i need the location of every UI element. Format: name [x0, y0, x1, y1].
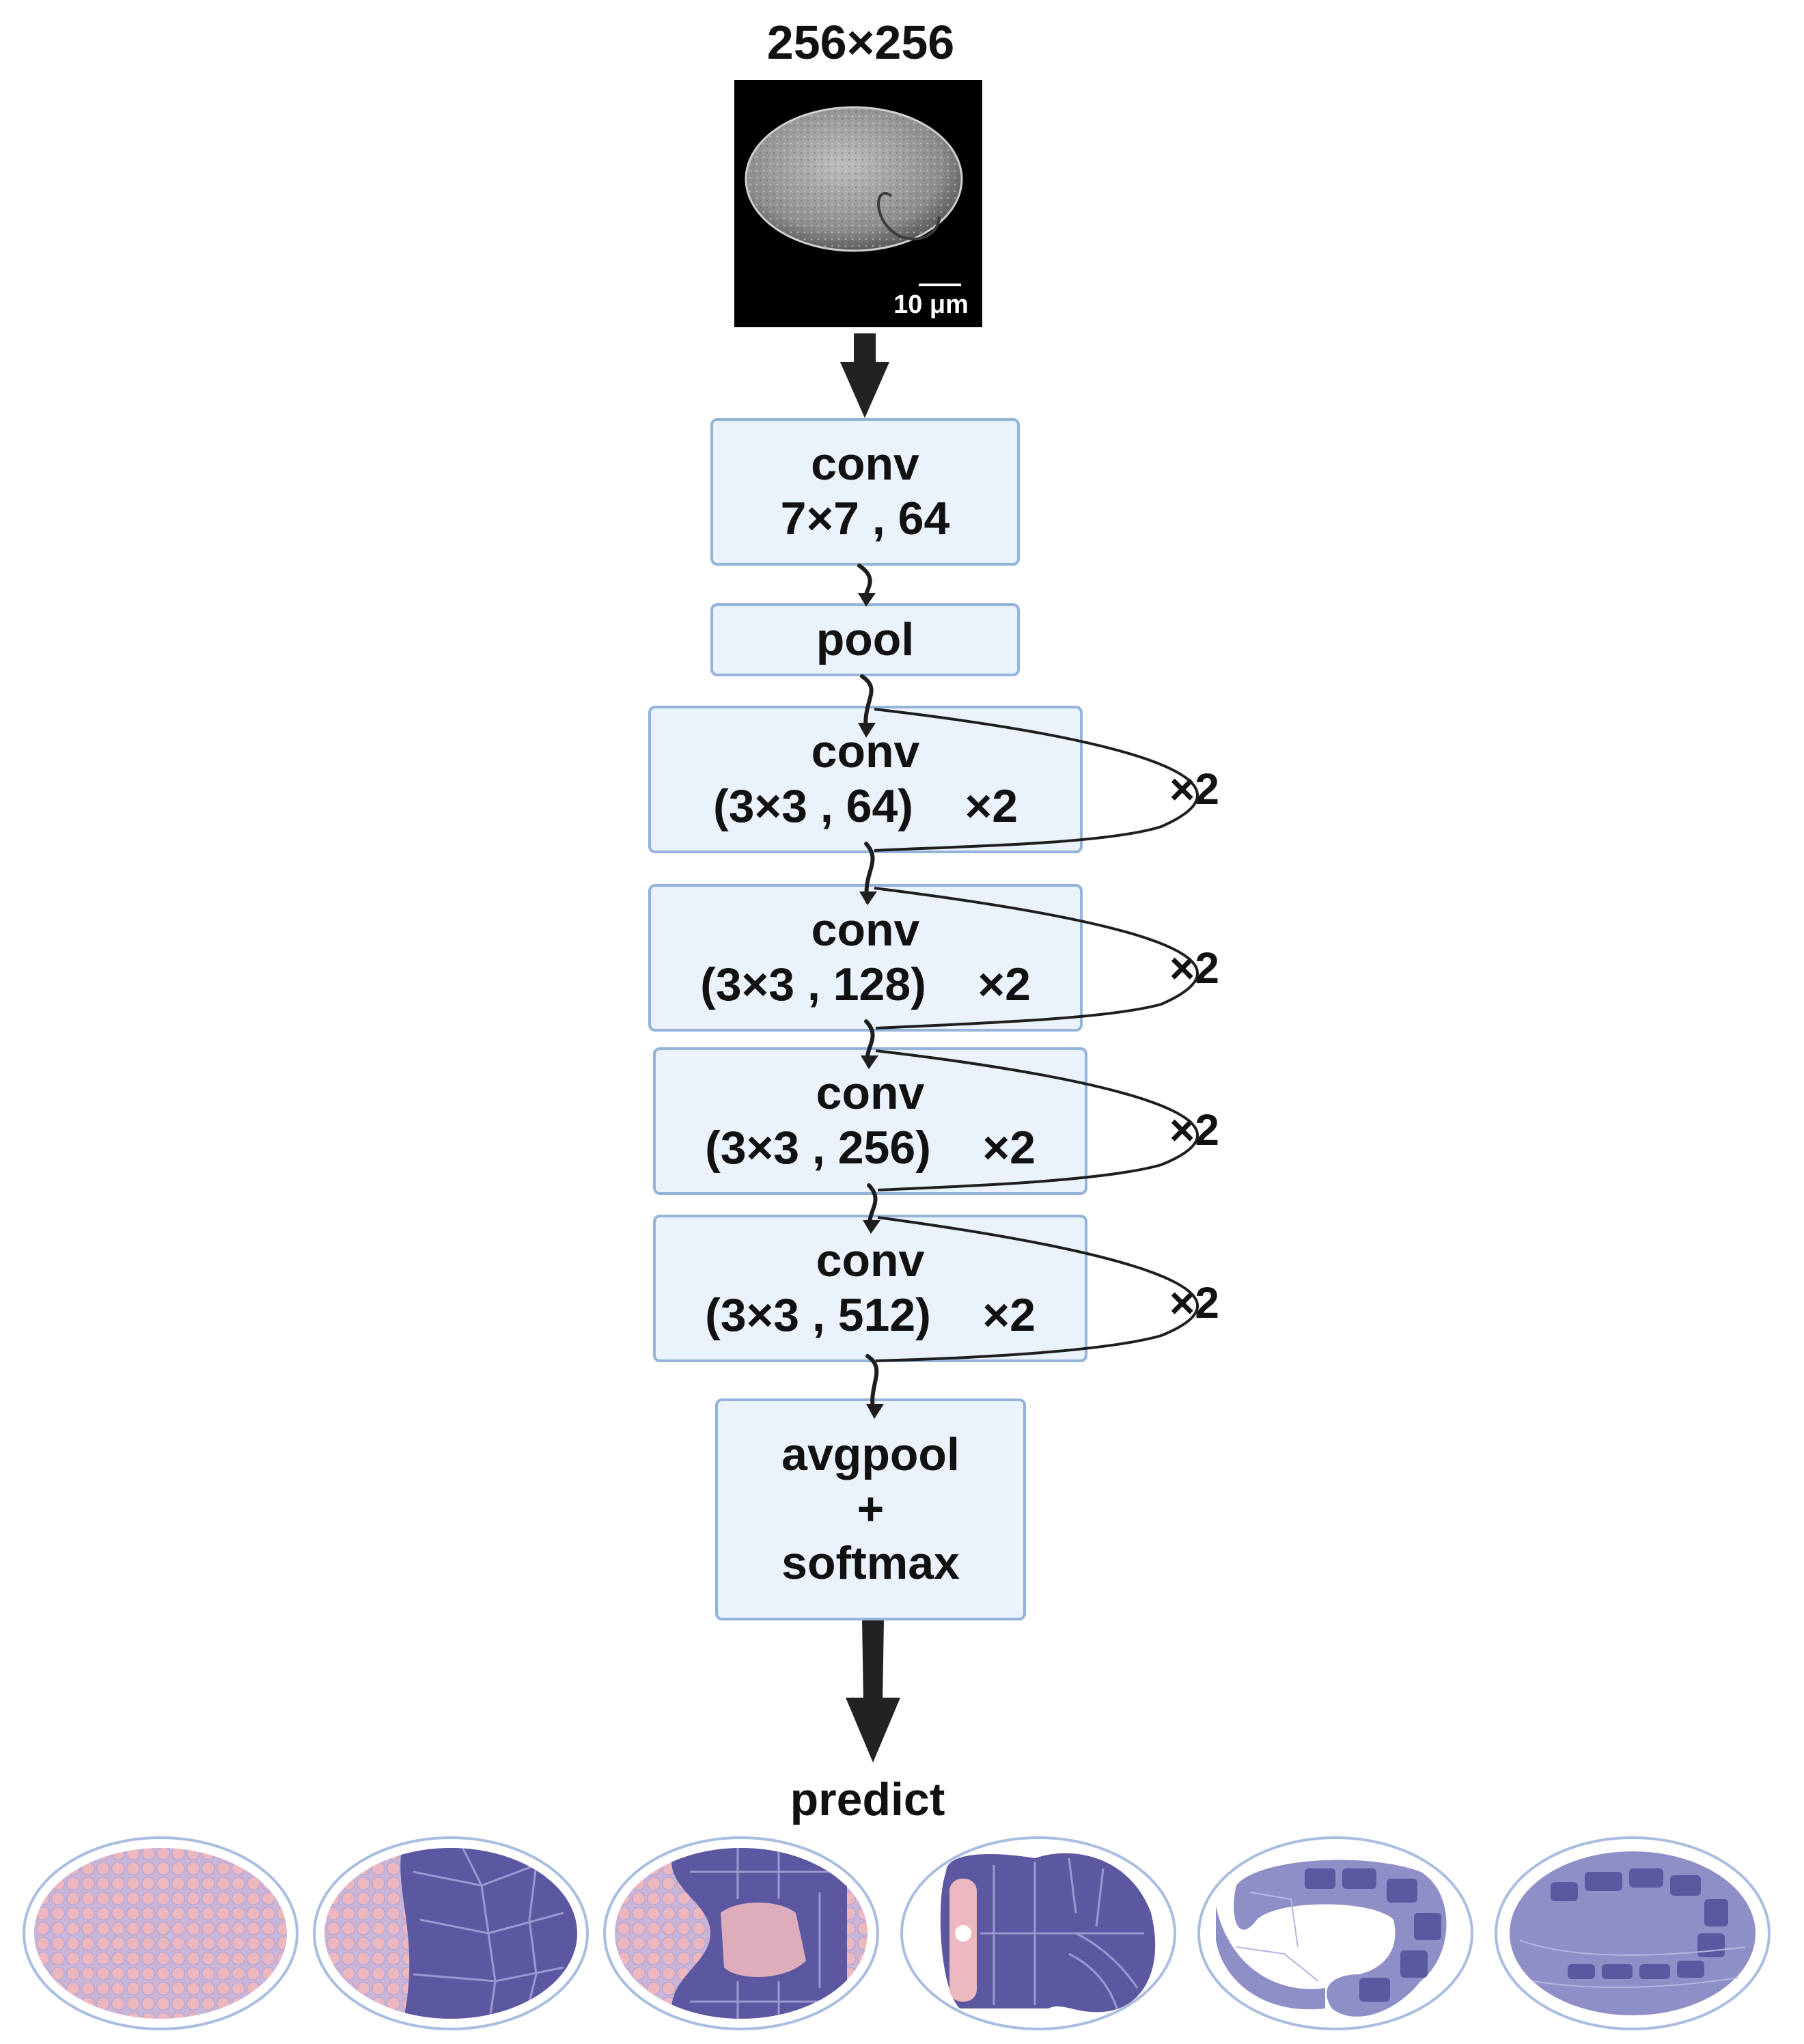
conv1-label: conv: [811, 438, 919, 491]
plus-label: +: [857, 1482, 885, 1535]
stage-4-comma-illustration: [900, 1836, 1176, 2030]
conv5-label: conv: [816, 1234, 925, 1287]
conv5-params: (3×3 , 512) ×2: [705, 1289, 1036, 1341]
avgpool-label: avgpool: [781, 1428, 960, 1481]
conv4-label: conv: [816, 1067, 925, 1120]
conv4-box: conv (3×3 , 256) ×2: [653, 1047, 1087, 1195]
conv2-box: conv (3×3 , 64) ×2: [648, 706, 1083, 853]
conv1-box: conv 7×7 , 64: [710, 418, 1020, 566]
repeat-label-conv5: ×2: [1169, 1278, 1219, 1327]
conv2-params: (3×3 , 64) ×2: [712, 780, 1018, 832]
conv3-box: conv (3×3 , 128) ×2: [648, 884, 1083, 1032]
stage-5-twofold-illustration: [1197, 1836, 1473, 2030]
stage-3-fold-illustration: [603, 1836, 879, 2030]
avgpool-softmax-box: avgpool + softmax: [715, 1398, 1026, 1620]
repeat-label-conv3: ×2: [1169, 943, 1219, 993]
conv3-label: conv: [811, 904, 920, 956]
embryo-micrograph: 10 μm: [734, 80, 982, 327]
input-size-label: 256×256: [766, 16, 955, 69]
repeat-label-conv4: ×2: [1169, 1105, 1219, 1155]
scale-bar-label: 10 μm: [893, 290, 969, 319]
conv4-params: (3×3 , 256) ×2: [705, 1122, 1036, 1174]
conv2-label: conv: [811, 726, 920, 778]
conv3-params: (3×3 , 128) ×2: [700, 958, 1031, 1010]
conv1-params: 7×7 , 64: [780, 493, 950, 544]
input-arrow: [840, 333, 889, 418]
pool-box: pool: [710, 603, 1020, 676]
predict-label: predict: [790, 1773, 945, 1825]
softmax-label: softmax: [781, 1537, 960, 1590]
stage-6-pretzel-illustration: [1495, 1836, 1771, 2030]
pool-label: pool: [816, 613, 915, 665]
output-arrow: [846, 1620, 900, 1763]
connector-conv1-pool: [857, 564, 872, 603]
stage-1-cells-illustration: [23, 1836, 299, 2030]
conv5-box: conv (3×3 , 512) ×2: [653, 1215, 1087, 1362]
stage-2-half-illustration: [313, 1836, 589, 2030]
repeat-label-conv2: ×2: [1169, 764, 1219, 814]
